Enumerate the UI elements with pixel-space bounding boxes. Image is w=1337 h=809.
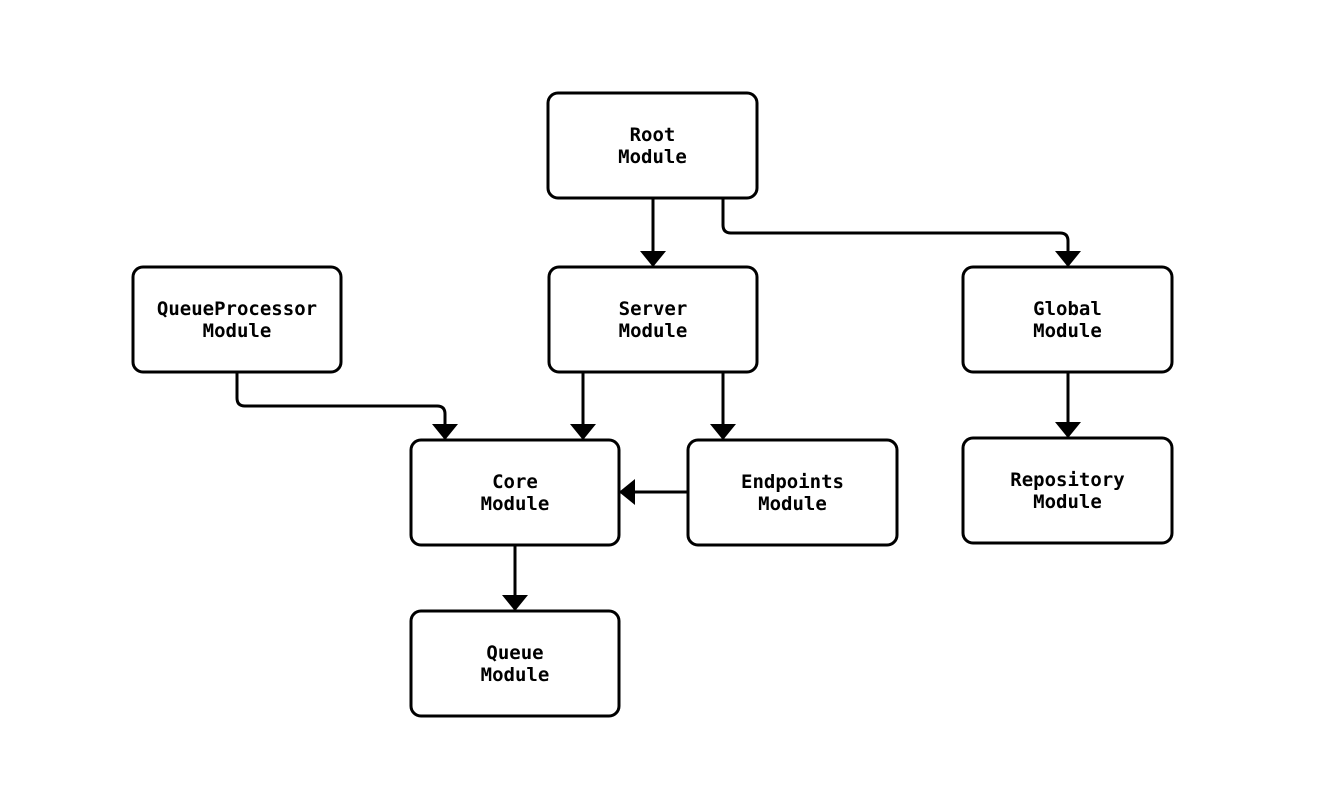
- node-box-queueprocessor: [131, 265, 343, 374]
- node-label-root-line1: Root: [630, 124, 676, 146]
- node-label-global-line1: Global: [1033, 298, 1102, 320]
- node-label-core-line2: Module: [481, 493, 550, 515]
- edges-layer: [235, 198, 1081, 611]
- node-box-global: [961, 265, 1174, 374]
- node-label-queue-line1: Queue: [486, 642, 543, 664]
- node-label-server-line1: Server: [619, 298, 688, 320]
- node-label-core-line1: Core: [492, 471, 538, 493]
- node-label-endpoints-line2: Module: [758, 493, 827, 515]
- node-label-queue-line2: Module: [481, 664, 550, 686]
- node-label-repository-line2: Module: [1033, 491, 1102, 513]
- node-box-core: [409, 438, 621, 547]
- node-label-global-line2: Module: [1033, 320, 1102, 342]
- node-box-endpoints: [686, 438, 899, 547]
- node-label-repository-line1: Repository: [1010, 469, 1124, 491]
- edge-root-to-global: [721, 198, 1081, 267]
- node-box-root: [546, 91, 759, 200]
- node-label-queueprocessor-line2: Module: [203, 320, 272, 342]
- edge-queueprocessor-to-core: [235, 372, 458, 440]
- node-box-queue: [409, 609, 621, 718]
- nodes-layer: RootModuleQueueProcessorModuleServerModu…: [131, 91, 1174, 718]
- node-label-queueprocessor-line1: QueueProcessor: [157, 298, 317, 320]
- node-box-server: [547, 265, 759, 374]
- node-label-endpoints-line1: Endpoints: [741, 471, 844, 493]
- node-label-server-line2: Module: [619, 320, 688, 342]
- node-box-repository: [961, 436, 1174, 545]
- node-label-root-line2: Module: [618, 146, 687, 168]
